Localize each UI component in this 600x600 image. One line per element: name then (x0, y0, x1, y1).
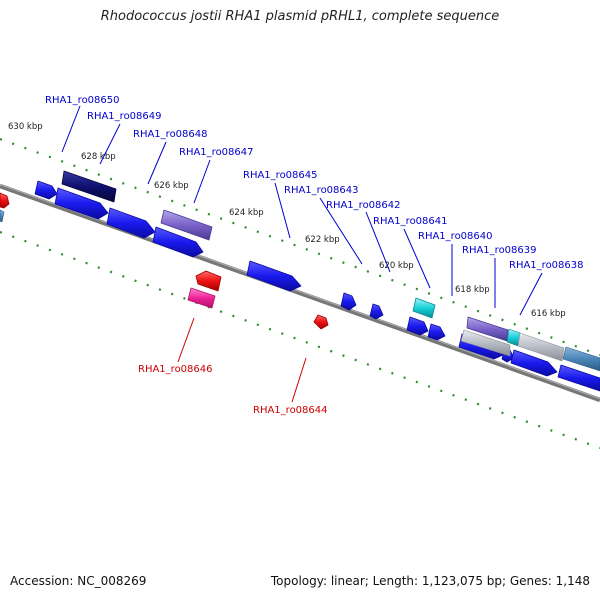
gene-label-ro08642[interactable]: RHA1_ro08642 (326, 200, 401, 211)
gene-label-ro08640[interactable]: RHA1_ro08640 (418, 231, 493, 242)
ruler-label-630-kbp: 630 kbp (8, 122, 43, 132)
gene-ro08645[interactable] (246, 260, 302, 292)
gene-label-ro08644[interactable]: RHA1_ro08644 (253, 405, 328, 416)
gene-ro08648[interactable] (106, 207, 156, 239)
gene-ro08648b[interactable] (152, 226, 204, 258)
leader-line-ro08644 (291, 357, 307, 403)
gene-label-ro08650[interactable]: RHA1_ro08650 (45, 95, 120, 106)
gene-label-ro08646[interactable]: RHA1_ro08646 (138, 364, 213, 375)
gene-label-ro08639[interactable]: RHA1_ro08639 (462, 245, 537, 256)
gene-label-ro08641[interactable]: RHA1_ro08641 (373, 216, 448, 227)
gene-ro08646b[interactable] (187, 287, 216, 309)
leader-line-ro08642 (365, 211, 391, 273)
gene-ro08644[interactable] (313, 314, 329, 330)
leader-line-ro08638 (519, 272, 543, 316)
accession-text: Accession: NC_008269 (10, 574, 147, 588)
ruler-label-616-kbp: 616 kbp (531, 309, 566, 319)
gene-ro08637b[interactable] (562, 346, 600, 372)
lower-leader-lines (177, 317, 307, 403)
leader-line-ro08650 (61, 105, 81, 153)
reverse-gene-row (0, 192, 329, 330)
forward-gene-row (0, 180, 600, 392)
leader-line-ro08641 (403, 228, 431, 289)
leader-line-ro08647 (193, 159, 211, 204)
leader-line-ro08646 (177, 317, 195, 363)
leader-line-ro08645 (274, 182, 291, 239)
gene-ro08641b[interactable] (406, 316, 429, 336)
ruler-label-620-kbp: 620 kbp (379, 261, 414, 271)
gene-ro08646[interactable] (195, 270, 222, 292)
gene-ro08641c[interactable] (427, 323, 446, 341)
ruler-label-622-kbp: 622 kbp (305, 235, 340, 245)
sequence-backbone (0, 183, 600, 403)
gene-label-ro08638[interactable]: RHA1_ro08638 (509, 260, 584, 271)
gene-ro08649[interactable] (54, 187, 109, 220)
gene-left-edge-steel[interactable] (0, 209, 5, 223)
gene-ro08651[interactable] (34, 180, 58, 200)
gene-label-ro08643[interactable]: RHA1_ro08643 (284, 185, 359, 196)
gene-ro08642[interactable] (369, 303, 384, 320)
leader-line-ro08648 (147, 141, 167, 185)
upper-gene-row (61, 170, 509, 342)
gene-label-ro08649[interactable]: RHA1_ro08649 (87, 111, 162, 122)
leader-line-ro08649 (99, 123, 121, 165)
ruler-label-628-kbp: 628 kbp (81, 152, 116, 162)
gene-ro08650[interactable] (61, 170, 117, 203)
gene-ro08638b[interactable] (506, 328, 521, 347)
gene-label-ro08647[interactable]: RHA1_ro08647 (179, 147, 254, 158)
ruler-label-618-kbp: 618 kbp (455, 285, 490, 295)
gene-label-ro08648[interactable]: RHA1_ro08648 (133, 129, 208, 140)
topology-stats-text: Topology: linear; Length: 1,123,075 bp; … (270, 574, 590, 588)
page-title: Rhodococcus jostii RHA1 plasmid pRHL1, c… (100, 9, 500, 24)
upper-gene-labels: RHA1_ro08650 RHA1_ro08649 RHA1_ro08648 R… (45, 95, 584, 271)
gene-ro08647[interactable] (160, 209, 213, 241)
gene-ro08643[interactable] (340, 292, 357, 311)
gene-ro08638c[interactable] (517, 332, 565, 362)
ruler-label-624-kbp: 624 kbp (229, 208, 264, 218)
gene-left-edge-red[interactable] (0, 192, 10, 209)
sequence-backbone-highlight (0, 184, 600, 400)
lower-gene-labels: RHA1_ro08646 RHA1_ro08644 (138, 364, 328, 416)
gene-label-ro08645[interactable]: RHA1_ro08645 (243, 170, 318, 181)
gene-ro08639b[interactable] (460, 329, 511, 357)
gene-ro08638[interactable] (510, 349, 558, 377)
gene-ro08641[interactable] (412, 297, 436, 319)
ruler-label-626-kbp: 626 kbp (154, 181, 189, 191)
gene-ro08637[interactable] (557, 364, 600, 392)
ruler-labels: 630 kbp 628 kbp 626 kbp 624 kbp 622 kbp … (8, 122, 566, 319)
upper-leader-lines (61, 105, 543, 316)
leader-line-ro08643 (319, 197, 363, 265)
